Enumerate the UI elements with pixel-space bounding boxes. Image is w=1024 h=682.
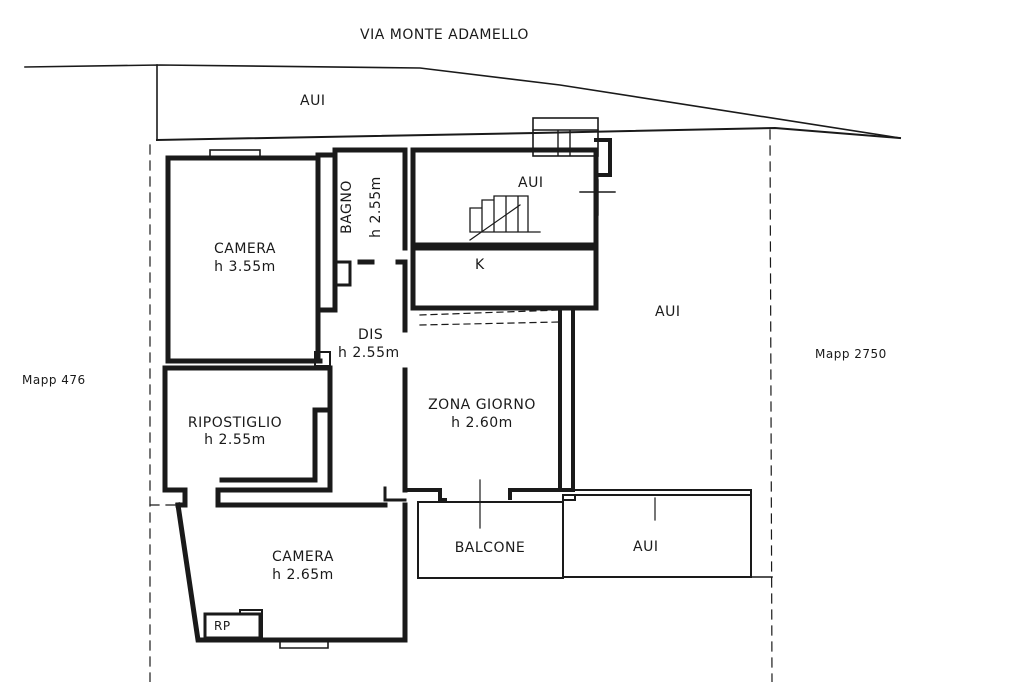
camera-1-name: CAMERA <box>213 241 276 257</box>
aui-balcony-outline <box>562 494 752 578</box>
zona-giorno-bottom-right <box>508 488 572 500</box>
rp-box <box>203 612 262 640</box>
ripostiglio-height: h 2.55m <box>204 432 266 448</box>
dis-name: DIS <box>358 327 384 343</box>
aui-stair-label: AUI <box>518 175 544 191</box>
street-boundary-line <box>24 64 901 139</box>
k-walls <box>410 245 599 311</box>
camera-1-window <box>209 149 261 160</box>
k-label: K <box>475 257 485 273</box>
camera-1-height: h 3.55m <box>214 259 276 275</box>
zona-giorno-height: h 2.60m <box>451 415 513 431</box>
zona-giorno-bottom-left <box>403 488 447 502</box>
bagno-inner-left <box>317 155 338 313</box>
aui-right-label: AUI <box>655 304 681 320</box>
k-dashed-counter <box>419 309 561 326</box>
bagno-height: h 2.55m <box>367 176 384 238</box>
aui-balcony-notch <box>562 494 576 501</box>
stair-steps <box>469 195 541 233</box>
neighbor-right-label: Mapp 2750 <box>815 347 887 361</box>
camera-2-window <box>279 639 329 649</box>
ripostiglio-name: RIPOSTIGLIO <box>187 415 283 431</box>
balcony-top-connector <box>572 489 752 496</box>
street-label: VIA MONTE ADAMELLO <box>360 27 529 43</box>
neighbor-left-label: Mapp 476 <box>22 373 86 387</box>
bagno-walls <box>315 147 408 251</box>
rp-label: RP <box>214 619 231 633</box>
bagno-name: BAGNO <box>338 180 355 234</box>
ripostiglio-door <box>383 486 407 502</box>
aui-balcony-label: AUI <box>633 539 659 555</box>
stair-right-column <box>594 138 612 177</box>
camera-2-height: h 2.65m <box>272 567 334 583</box>
zona-giorno-right-wall <box>558 306 575 492</box>
building-top-wall <box>155 126 902 142</box>
stair-opening-lines <box>532 129 599 156</box>
stair-right-marks <box>579 179 616 216</box>
ripostiglio-walls <box>162 365 333 508</box>
zona-giorno-name: ZONA GIORNO <box>428 397 536 413</box>
rp-notch <box>239 609 263 641</box>
stair-opening <box>532 117 599 157</box>
aui-top-label: AUI <box>300 93 326 109</box>
camera-2-walls <box>175 502 408 643</box>
property-line-right <box>769 129 773 682</box>
stair-arrow <box>469 204 521 241</box>
camera-2-name: CAMERA <box>271 549 334 565</box>
bagno-step <box>333 260 352 287</box>
stair-block-walls <box>410 147 599 248</box>
dis-height: h 2.55m <box>338 345 400 361</box>
balcone-label: BALCONE <box>454 540 526 556</box>
